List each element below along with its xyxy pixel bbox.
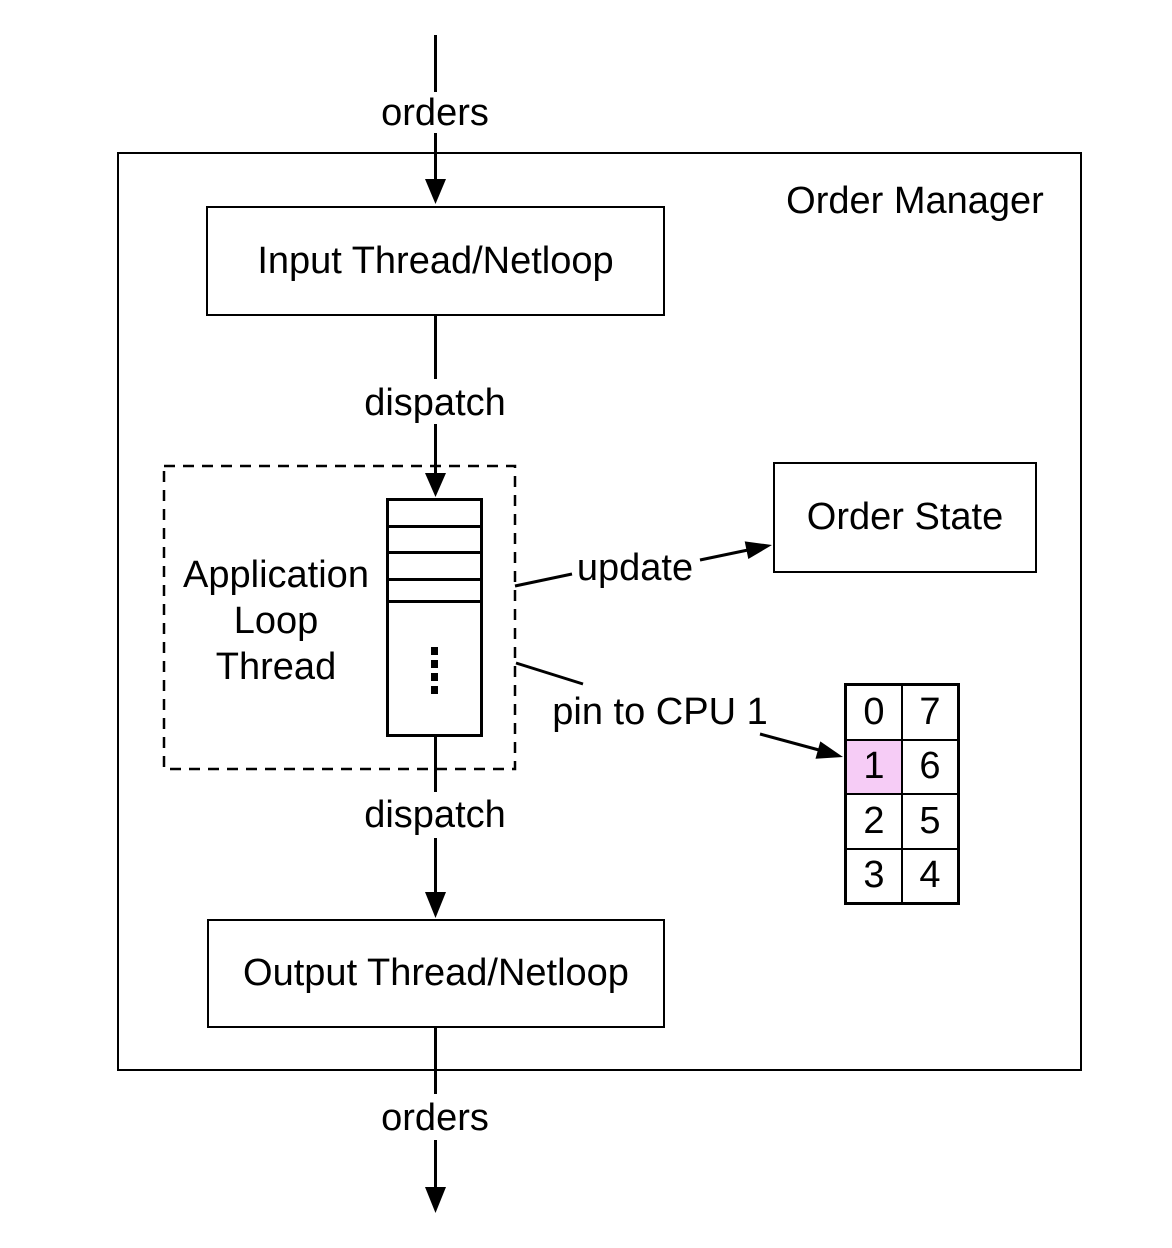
app-loop-line1: Application bbox=[183, 554, 369, 596]
cpu-cell-2: 2 bbox=[846, 794, 902, 849]
orders-in-label: orders bbox=[381, 92, 489, 134]
queue-slot-divider bbox=[389, 525, 480, 528]
cpu-cell-5: 5 bbox=[902, 794, 958, 849]
order-state-box: Order State bbox=[773, 462, 1037, 573]
cpu-cell-6: 6 bbox=[902, 739, 958, 794]
dispatch-in-label: dispatch bbox=[364, 382, 506, 424]
app-loop-line3: Thread bbox=[215, 646, 337, 688]
cpu-table: 0 7 1 6 2 5 3 4 bbox=[844, 683, 960, 905]
input-thread-label: Input Thread/Netloop bbox=[257, 239, 614, 282]
cpu-cell-4: 4 bbox=[902, 848, 958, 903]
output-thread-box: Output Thread/Netloop bbox=[207, 919, 665, 1028]
cpu-cell-0: 0 bbox=[846, 685, 902, 740]
order-manager-title: Order Manager bbox=[786, 180, 1044, 222]
app-loop-thread-label: Application Loop Thread bbox=[166, 552, 386, 690]
cpu-cell-pinned: 1 bbox=[846, 739, 902, 794]
queue-slot-divider bbox=[389, 551, 480, 554]
update-label: update bbox=[576, 547, 694, 589]
orders-out-label: orders bbox=[381, 1097, 489, 1139]
queue-slot-divider bbox=[389, 578, 480, 581]
cpu-cell-7: 7 bbox=[902, 685, 958, 740]
cpu-cell-3: 3 bbox=[846, 848, 902, 903]
order-state-label: Order State bbox=[806, 496, 1004, 538]
output-thread-label: Output Thread/Netloop bbox=[243, 952, 629, 994]
pin-to-cpu-label: pin to CPU 1 bbox=[552, 691, 768, 733]
dispatch-out-label: dispatch bbox=[364, 794, 506, 836]
input-thread-box: Input Thread/Netloop bbox=[206, 206, 665, 316]
event-queue bbox=[386, 498, 483, 737]
app-loop-line2: Loop bbox=[233, 600, 319, 642]
queue-slot-divider bbox=[389, 600, 480, 603]
arrowhead-icon bbox=[425, 1187, 446, 1213]
